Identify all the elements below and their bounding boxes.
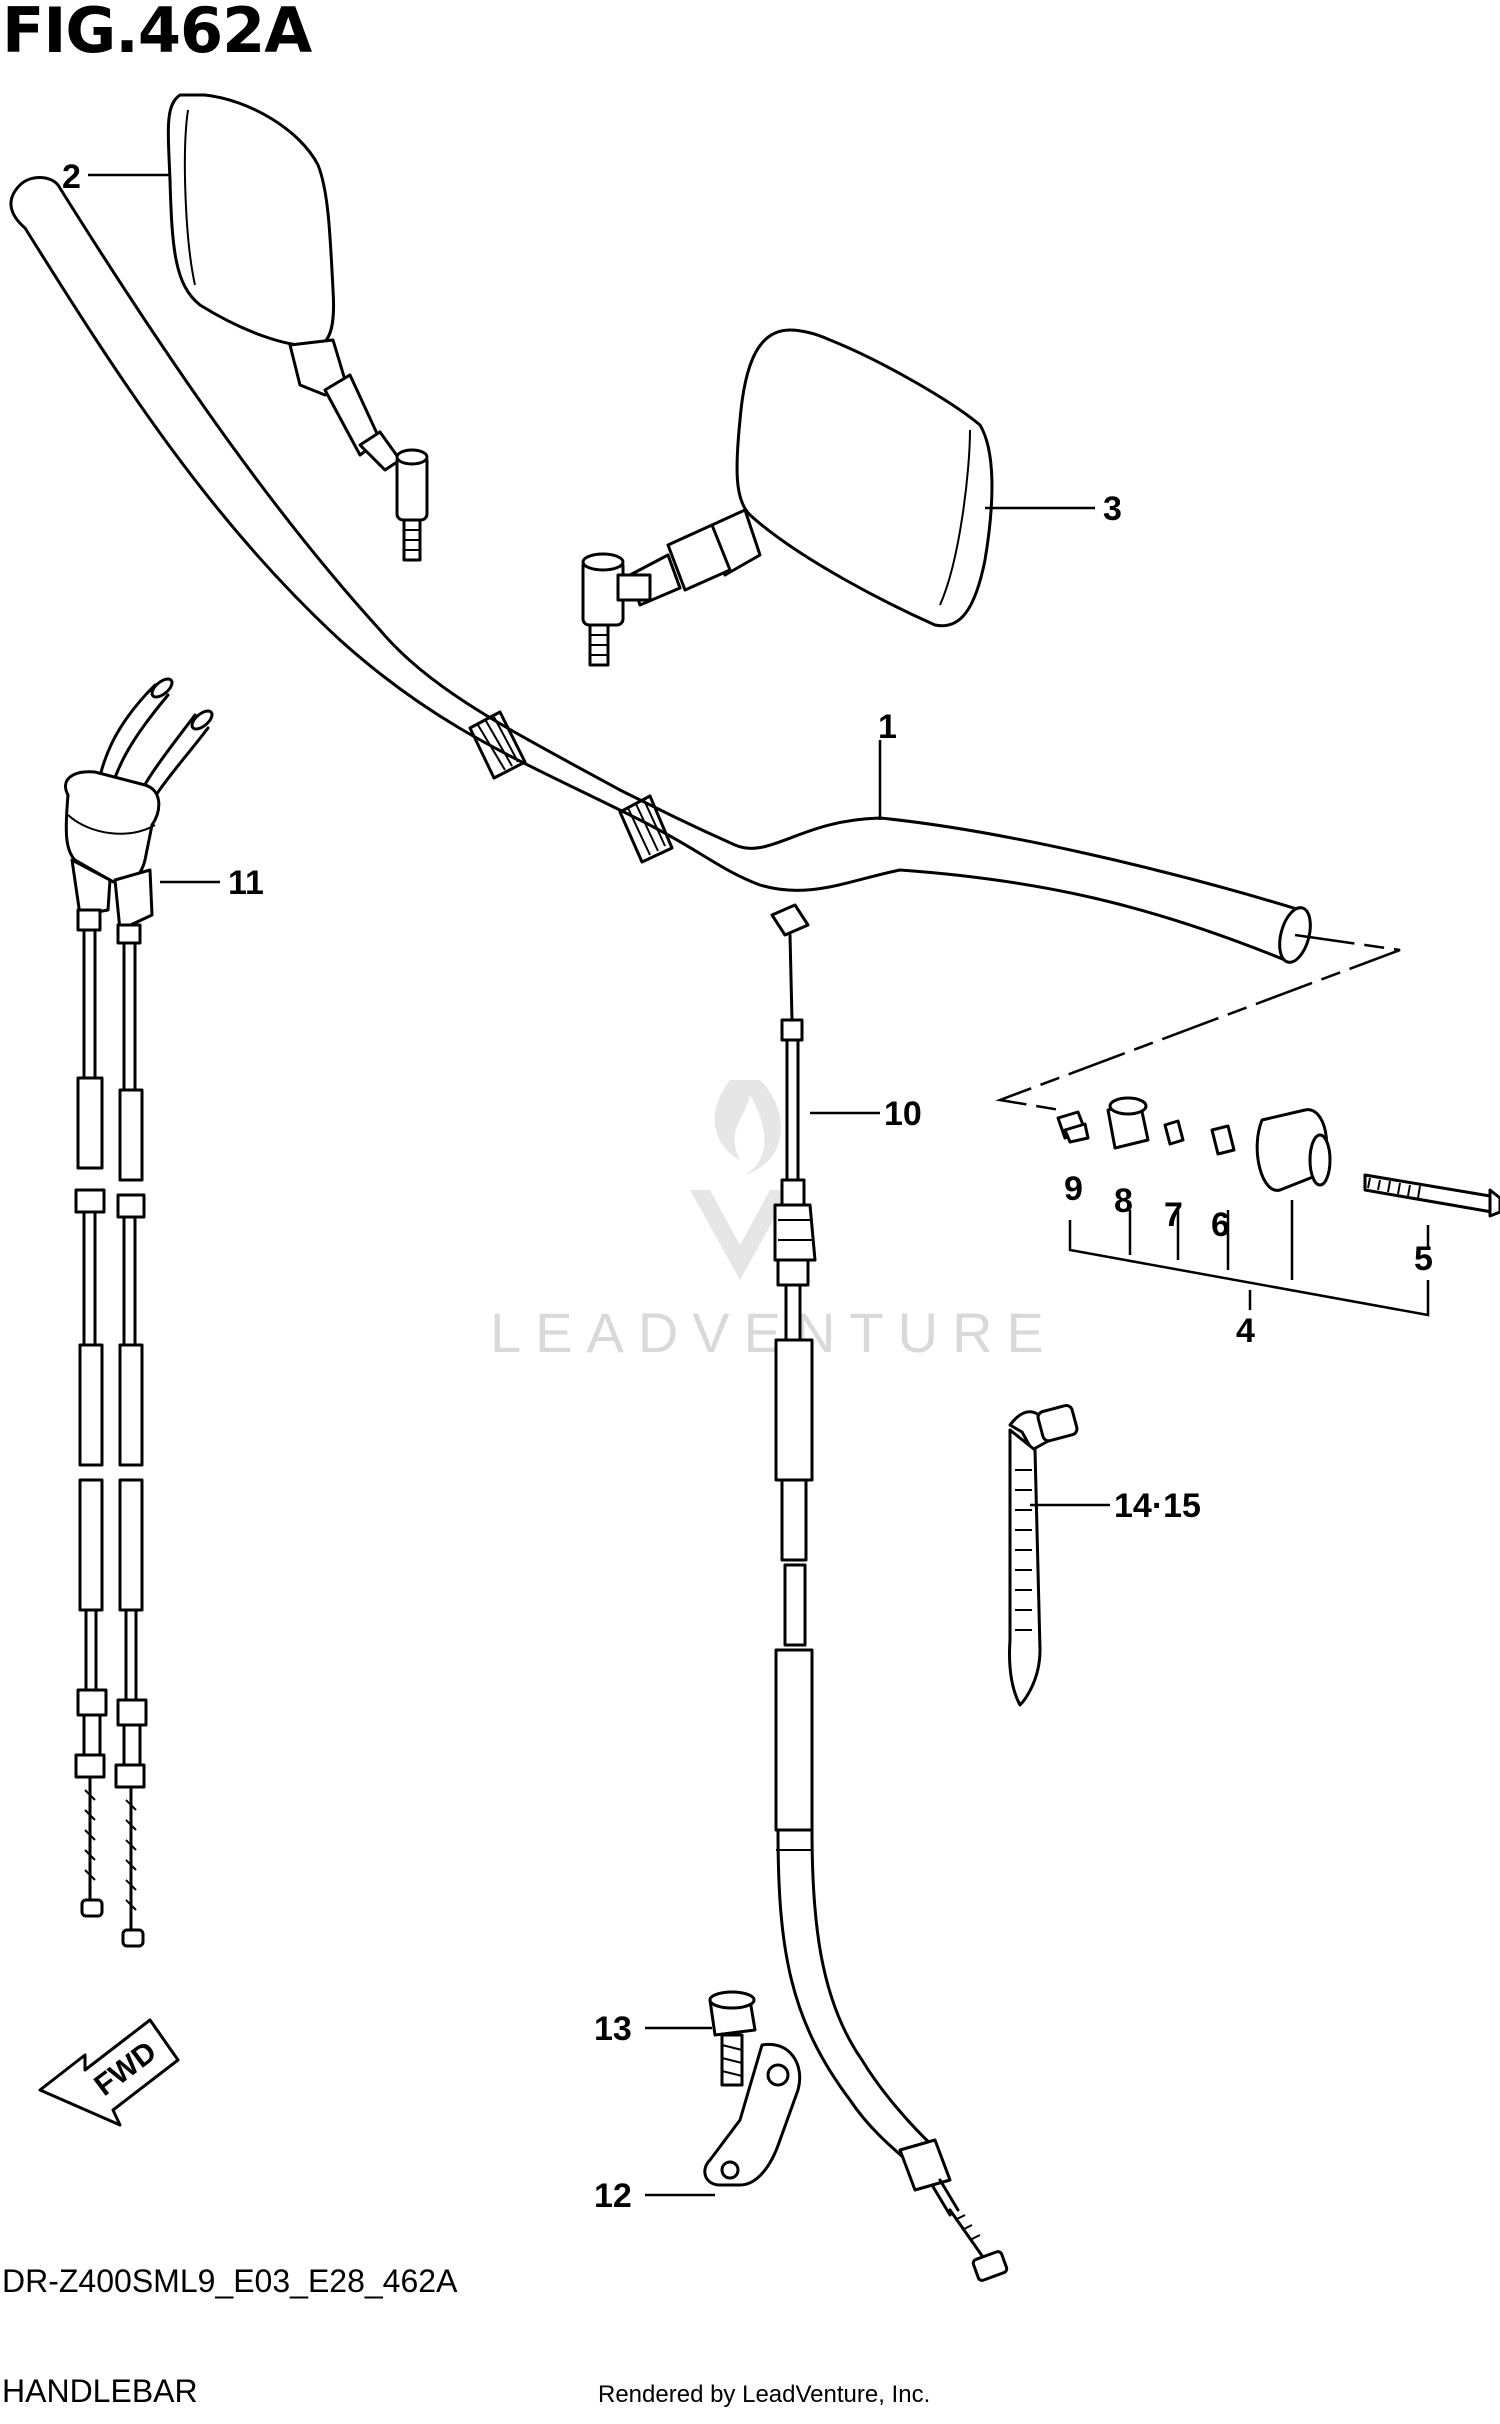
figure-title: FIG.462A: [2, 0, 312, 67]
mirror-right-part-3: [581, 328, 994, 667]
figure-name: HANDLEBAR: [2, 2373, 198, 2409]
handlebar-part-1: [9, 176, 1312, 964]
render-credit: Rendered by LeadVenture, Inc.: [598, 2381, 931, 2408]
throttle-cable-part-11: [64, 677, 214, 1948]
fwd-arrow-icon: FWD: [38, 2018, 180, 2127]
callout-13: 13: [594, 2010, 632, 2048]
callout-8: 8: [1114, 1182, 1133, 1220]
callout-leaders: [88, 173, 1110, 2197]
model-code: DR-Z400SML9_E03_E28_462A: [2, 2263, 458, 2299]
bar-end-assembly-part-4: [995, 933, 1500, 1317]
watermark-text: LEADVENTURE: [490, 1301, 1058, 1364]
callout-2: 2: [62, 158, 81, 196]
callout-14-15: 14·15: [1114, 1487, 1201, 1525]
callout-4: 4: [1236, 1312, 1255, 1350]
callout-9: 9: [1064, 1170, 1083, 1208]
watermark: LEADVENTURE: [490, 1080, 1058, 1364]
callout-1: 1: [878, 708, 897, 746]
callout-11: 11: [228, 864, 264, 902]
callout-5: 5: [1414, 1240, 1433, 1278]
callout-12: 12: [594, 2177, 632, 2215]
clutch-cable-part-10: [770, 903, 1009, 2282]
callout-6: 6: [1211, 1206, 1230, 1244]
callout-3: 3: [1103, 490, 1122, 528]
bolt-part-13: [708, 1990, 757, 2087]
cable-tie-part-14-15: [1008, 1403, 1079, 1707]
clamp-part-12: [703, 2042, 802, 2187]
callout-7: 7: [1164, 1196, 1183, 1234]
mirror-left-part-2: [166, 93, 429, 562]
callout-10: 10: [884, 1095, 922, 1133]
